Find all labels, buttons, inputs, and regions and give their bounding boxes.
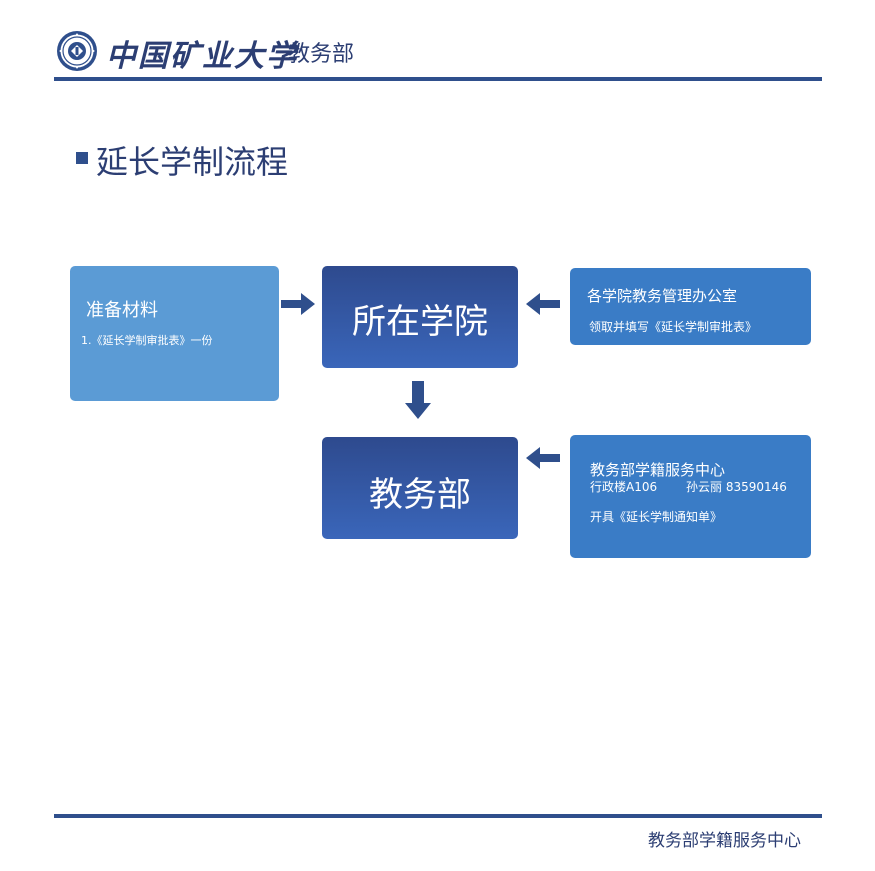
- service-center-contact: 孙云丽 83590146: [686, 480, 787, 494]
- college-label: 所在学院: [352, 302, 488, 342]
- arrow-right-icon: [281, 292, 317, 320]
- prep-materials-box: 准备材料 1.《延长学制审批表》一份: [70, 266, 279, 401]
- service-center-title: 教务部学籍服务中心: [590, 461, 726, 479]
- school-name: 中国矿业大学: [106, 39, 298, 74]
- header-divider: [54, 77, 822, 81]
- title-bullet-icon: [76, 152, 88, 164]
- footer-text: 教务部学籍服务中心: [648, 831, 801, 851]
- prep-materials-title: 准备材料: [86, 300, 158, 321]
- arrow-left-icon: [524, 292, 560, 320]
- page-title: 延长学制流程: [96, 143, 289, 181]
- college-box: 所在学院: [322, 266, 518, 368]
- footer-divider: [54, 814, 822, 818]
- arrow-left-icon: [524, 446, 560, 474]
- office-description: 领取并填写《延长学制审批表》: [589, 320, 758, 334]
- service-center-address: 行政楼A106: [590, 480, 658, 494]
- header: 中国矿业大学 教务部: [0, 0, 875, 90]
- arrow-down-icon: [404, 381, 432, 425]
- service-center-box: 教务部学籍服务中心 行政楼A106 孙云丽 83590146 开具《延长学制通知…: [570, 435, 811, 558]
- office-box: 各学院教务管理办公室 领取并填写《延长学制审批表》: [570, 268, 811, 345]
- service-center-description: 开具《延长学制通知单》: [590, 510, 723, 524]
- department-box: 教务部: [322, 437, 518, 539]
- office-title: 各学院教务管理办公室: [587, 287, 738, 305]
- university-seal-icon: [56, 30, 98, 72]
- department-name: 教务部: [288, 42, 355, 67]
- prep-materials-item: 1.《延长学制审批表》一份: [81, 334, 213, 347]
- department-label: 教务部: [369, 475, 471, 515]
